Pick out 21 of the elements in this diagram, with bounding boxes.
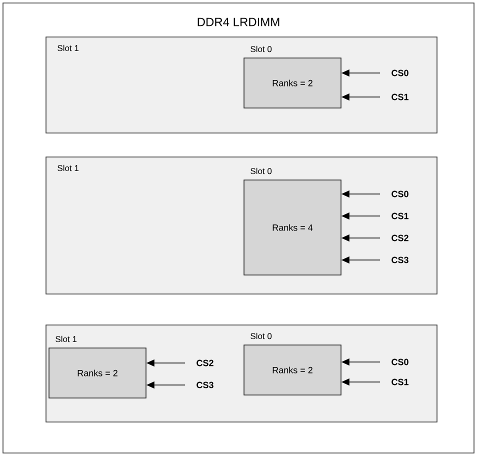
slot-label: Slot 1 — [58, 44, 79, 52]
slot-label: Slot 0 — [250, 168, 272, 174]
signal-label: CS0 — [392, 190, 408, 198]
rank-box: Ranks = 2 — [244, 344, 342, 396]
rank-box: Ranks = 2 — [244, 58, 342, 108]
rank-box: Ranks = 2 — [48, 348, 146, 398]
frame-label: DDR4 LRDIMM — [198, 18, 280, 26]
signal-label: CS3 — [196, 382, 214, 388]
signal-label: CS3 — [392, 256, 408, 264]
slot-label: Slot 0 — [250, 332, 272, 340]
signal-label: CS0 — [392, 358, 408, 366]
signal-label: CS2 — [392, 234, 408, 242]
signal-label: CS1 — [392, 212, 408, 220]
signal-label: CS1 — [392, 378, 408, 386]
signal-label: CS1 — [392, 94, 408, 100]
signal-label: CS0 — [392, 70, 408, 76]
rank-box: Ranks = 4 — [244, 180, 342, 276]
slot-label: Slot 1 — [56, 336, 77, 342]
signal-label: CS2 — [196, 360, 214, 366]
slot-label: Slot 0 — [250, 46, 272, 52]
slot-label: Slot 1 — [58, 164, 79, 172]
